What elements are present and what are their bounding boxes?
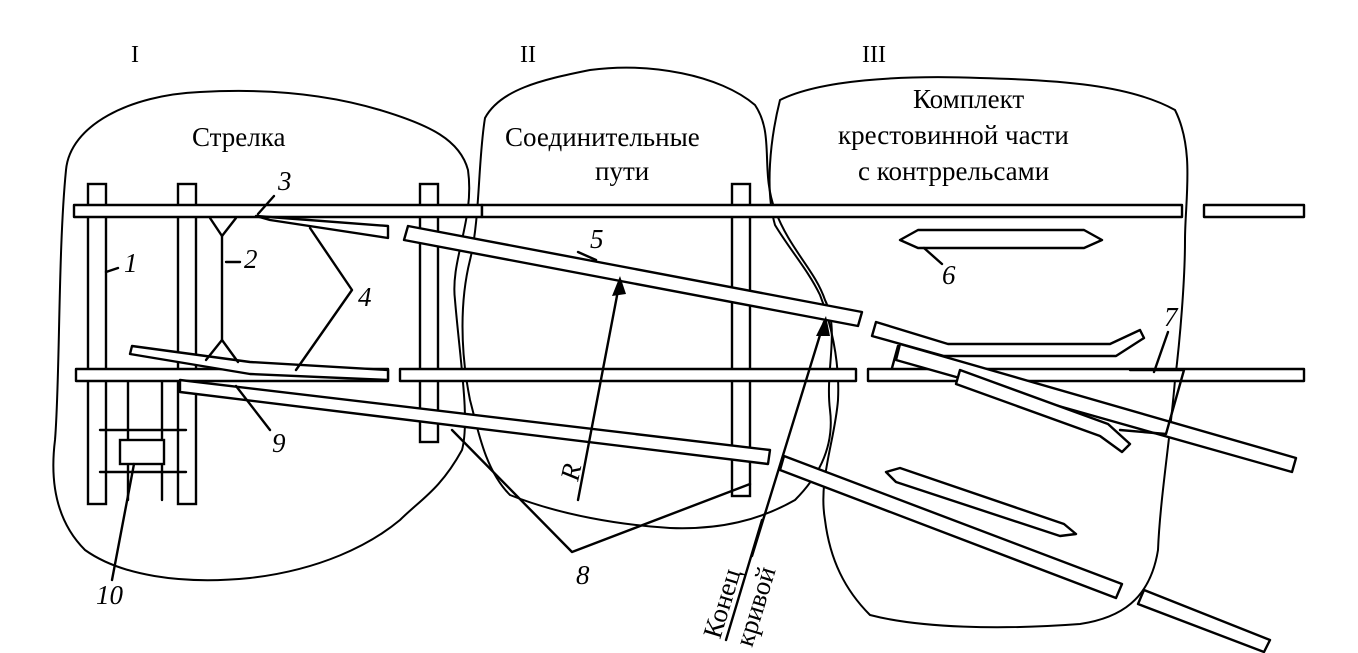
frog-throat-mark — [890, 344, 900, 370]
leader-5 — [576, 250, 598, 262]
curved-rail-lower-end — [1136, 588, 1272, 653]
radius-arrowhead — [612, 276, 626, 296]
frog-lower-wing — [954, 368, 1132, 454]
frog-title-line3: с контррельсами — [858, 156, 1049, 186]
straight-rail-bottom — [398, 367, 858, 383]
straight-rail-top — [480, 203, 1184, 219]
leader-3 — [256, 194, 276, 216]
callout-5: 5 — [590, 224, 604, 254]
radius-arrow — [576, 278, 622, 502]
curved-connecting-rail-upper — [402, 224, 864, 328]
guard-rail-lower — [884, 466, 1078, 538]
frog-wing-rail — [870, 320, 1146, 358]
curve-end-underline — [724, 518, 764, 642]
frog-heel-outline — [1118, 368, 1186, 436]
connecting-title-line2: пути — [595, 156, 649, 186]
curve-end-arrow — [750, 320, 826, 558]
frog-title-line2: крестовинной части — [838, 120, 1069, 150]
leader-10 — [110, 462, 136, 582]
leader-7 — [1152, 330, 1170, 374]
leader-1 — [104, 266, 120, 274]
callout-3: 3 — [277, 166, 292, 196]
straight-rail-top — [72, 203, 484, 219]
curved-stock-rail-lower — [178, 378, 772, 466]
curved-rail-lower-continuation — [778, 454, 1124, 600]
callout-8: 8 — [576, 560, 590, 590]
callout-10: 10 — [96, 580, 124, 610]
callout-2: 2 — [244, 244, 258, 274]
switch-point-upper — [254, 214, 390, 240]
region-outline-switch — [52, 89, 471, 582]
leader-6 — [922, 246, 944, 266]
frog-point-rail — [894, 342, 1298, 474]
tie — [730, 182, 752, 498]
guard-rail-upper — [898, 228, 1104, 250]
leader-9 — [234, 384, 272, 432]
leader-4 — [294, 226, 354, 372]
frog-title-line1: Комплект — [913, 84, 1024, 114]
section-label-3: III — [862, 42, 886, 68]
callout-4: 4 — [358, 282, 372, 312]
leader-8 — [450, 428, 752, 554]
connecting-title-line1: Соединительные — [505, 122, 700, 152]
callout-6: 6 — [942, 260, 956, 290]
section-label-2: II — [520, 42, 536, 68]
section-label-1: I — [131, 42, 139, 68]
tie — [418, 182, 440, 444]
switch-machine-box — [118, 438, 166, 466]
callout-9: 9 — [272, 428, 286, 458]
callout-7: 7 — [1164, 302, 1179, 332]
switch-rod-upper — [208, 216, 238, 238]
switch-point-lower — [128, 344, 390, 382]
curve-end-arrowhead — [816, 316, 830, 336]
radius-label: R — [554, 460, 587, 484]
callout-1: 1 — [124, 248, 138, 278]
tie — [176, 182, 198, 506]
switch-title: Стрелка — [192, 122, 285, 152]
straight-rail-top-end — [1202, 203, 1306, 219]
switch-rod-lower — [204, 338, 240, 364]
tie — [86, 182, 108, 506]
